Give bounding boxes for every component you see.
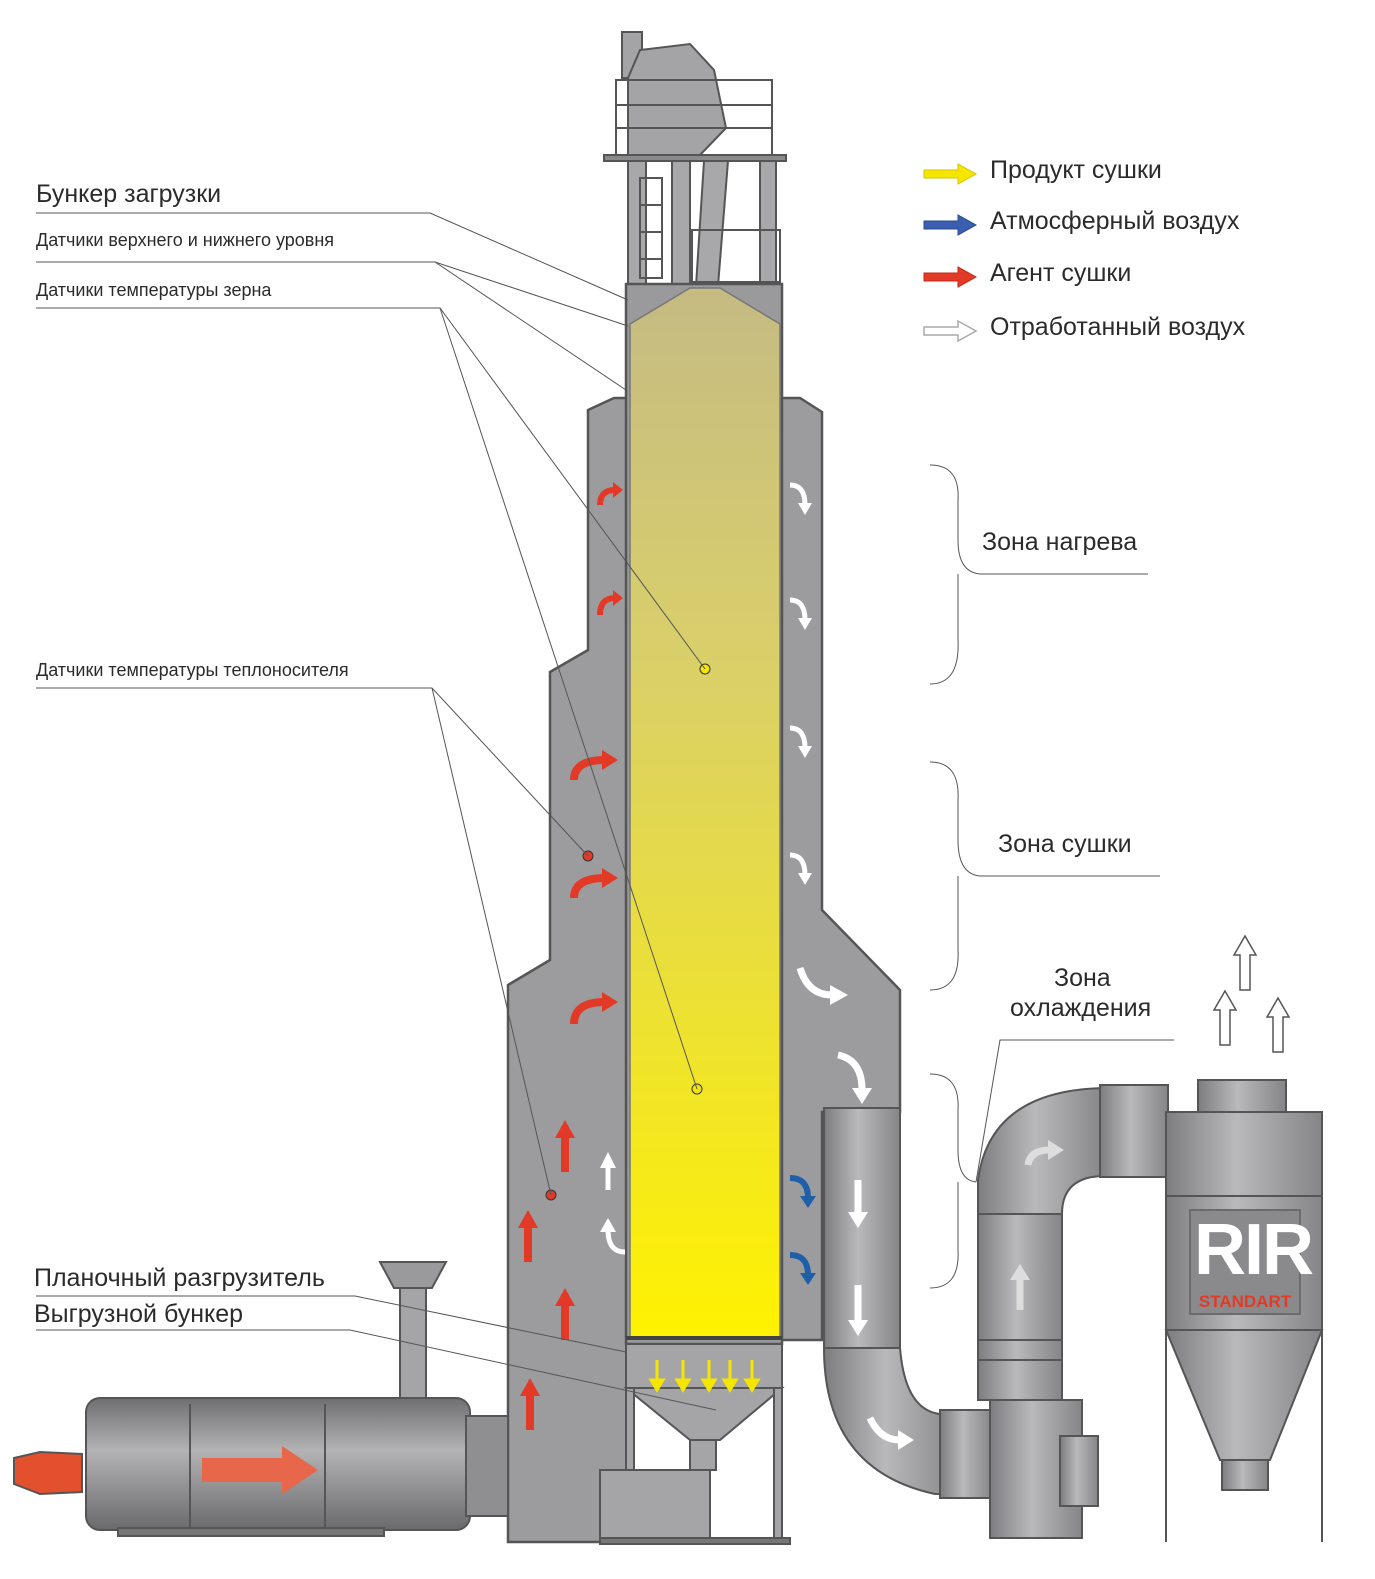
furnace: [13, 1261, 509, 1537]
legend-exhaust-air-label: Отработанный воздух: [990, 313, 1246, 341]
heat-carrier-temp-sensors-label: Датчики температуры теплоносителя: [36, 660, 349, 680]
right-exhaust-chamber: [778, 396, 902, 1342]
level-sensors-label: Датчики верхнего и нижнего уровня: [36, 230, 335, 250]
cooling-zone-label-line2: охлаждения: [1010, 994, 1152, 1022]
drying-agent-arrows: [518, 482, 623, 1430]
cooling-fan: [977, 1084, 1169, 1539]
yellow-arrow-icon: [923, 163, 978, 185]
legend-product-label: Продукт сушки: [990, 156, 1162, 184]
atmospheric-air-arrows: [789, 1175, 816, 1285]
logo-sub-text: STANDART: [1198, 1292, 1292, 1311]
product-flow-arrows: [648, 1360, 761, 1393]
cooling-zone-label-line1: Зона: [1054, 964, 1111, 992]
exhaust-air-arrows: [600, 482, 872, 1255]
legend-atmospheric-air-label: Атмосферный воздух: [990, 207, 1240, 235]
cooling-duct-arrows: [848, 1180, 914, 1450]
support-legs: [627, 160, 781, 287]
elevator-head: [603, 31, 787, 162]
discharge-hopper: [599, 1343, 791, 1545]
white-arrow-icon: [923, 319, 978, 343]
plank-unloader-label: Планочный разгрузитель: [34, 1264, 325, 1292]
loading-hopper-label: Бункер загрузки: [36, 180, 222, 208]
dryer-column: [624, 282, 784, 1346]
left-air-chamber: [506, 396, 630, 1544]
drying-zone-label: Зона сушки: [998, 830, 1132, 858]
red-arrow-icon: [923, 266, 978, 288]
heating-zone-label: Зона нагрева: [982, 528, 1138, 556]
legend-drying-agent-label: Агент сушки: [990, 259, 1132, 287]
unloading-hopper-label: Выгрузной бункер: [34, 1300, 244, 1328]
blue-arrow-icon: [923, 214, 978, 236]
rir-logo: [1189, 1209, 1301, 1315]
fan-arrows: [1010, 1140, 1064, 1310]
grain-temp-sensors-label: Датчики температуры зерна: [36, 280, 272, 300]
leader-lines: [36, 212, 1174, 1411]
logo-main-text: RIR: [1194, 1210, 1314, 1290]
cyclone-exhaust-arrows: [1212, 934, 1291, 1053]
cooling-duct: [822, 1107, 993, 1499]
